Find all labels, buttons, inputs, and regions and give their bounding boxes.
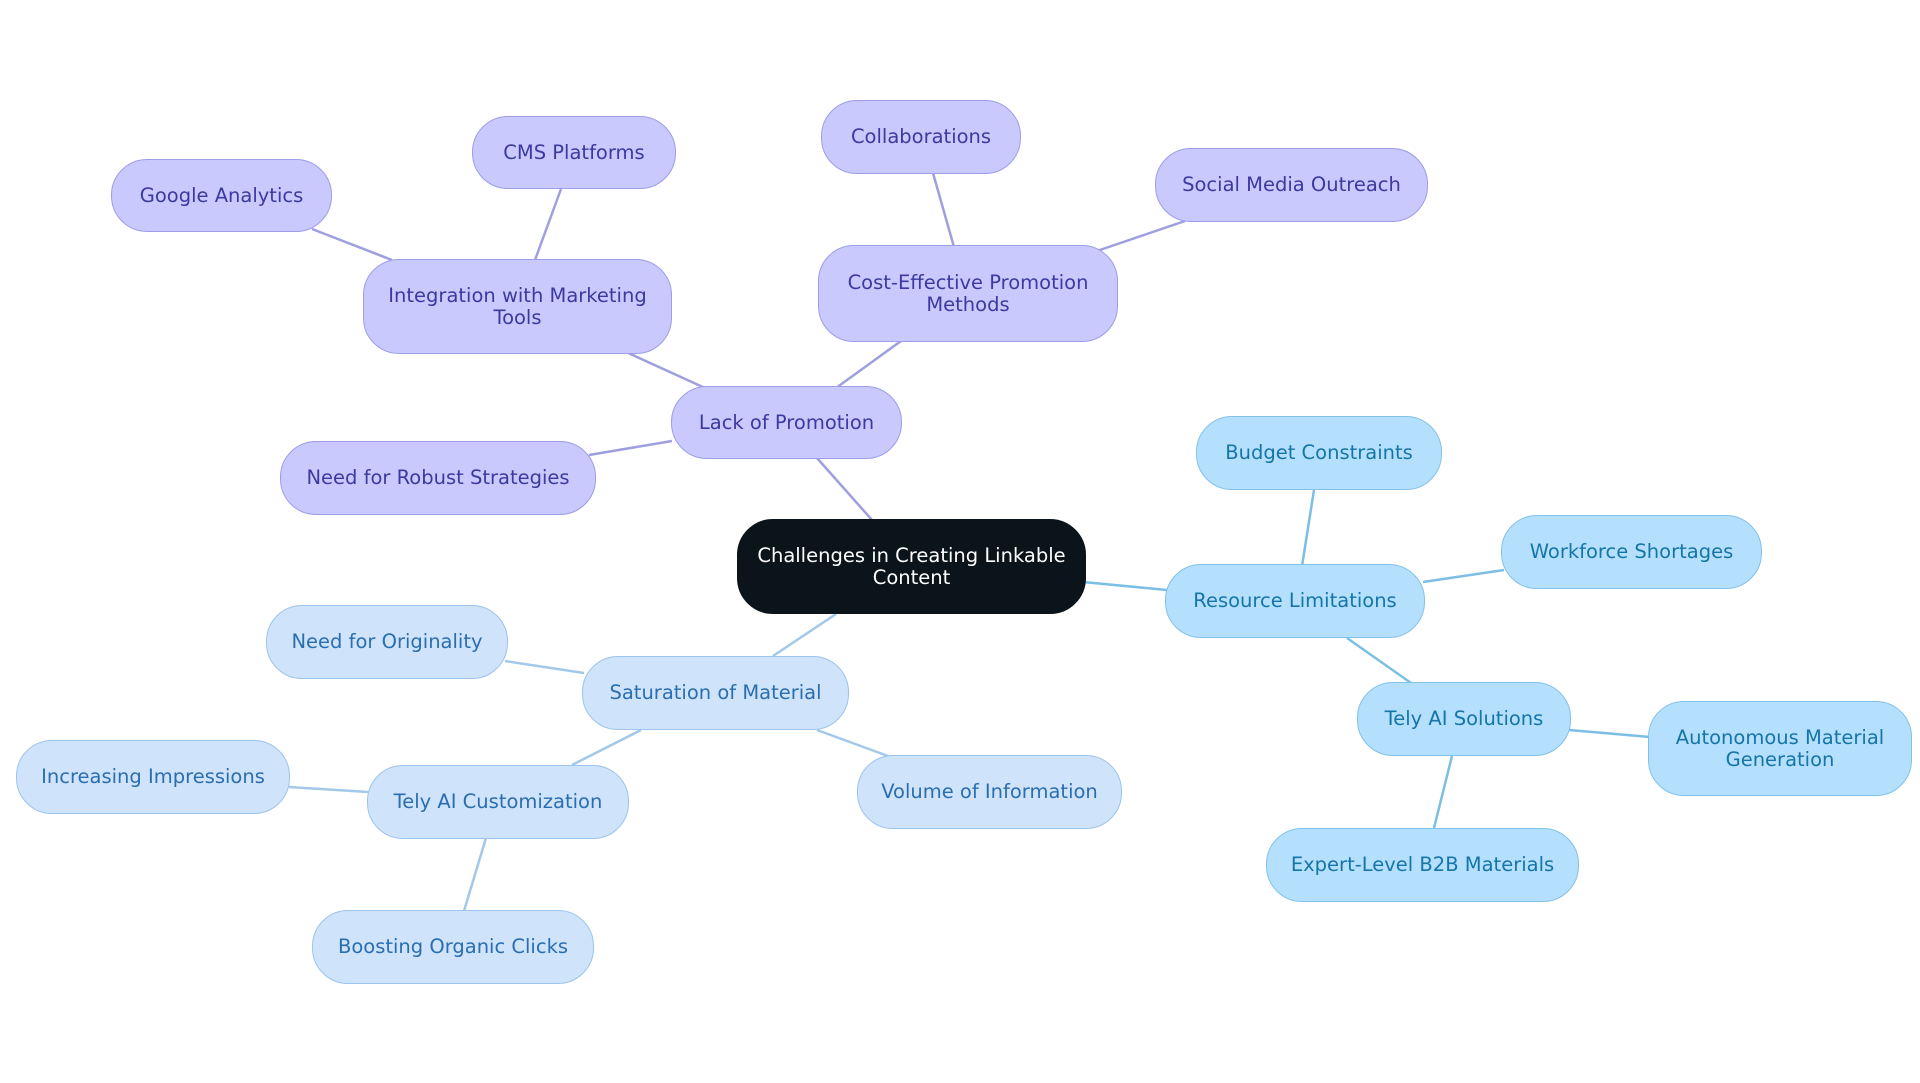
edge-resource-tely-ai-solutions [1346,636,1412,685]
edge-resource-workforce [1422,568,1505,584]
edge-cost-effective-collaborations [931,172,956,248]
node-tely-ai-solutions: Tely AI Solutions [1357,682,1571,756]
node-need-for-originality: Need for Originality [266,605,508,679]
node-need-for-robust-strategies: Need for Robust Strategies [280,441,596,515]
node-budget-constraints: Budget Constraints [1196,416,1442,490]
node-integration-with-marketing-tools: Integration with Marketing Tools [363,259,672,354]
edge-lack-of-promotion-robust-strategies [588,439,673,457]
edge-root-saturation [772,612,837,658]
root-node: Challenges in Creating Linkable Content [737,519,1086,614]
edge-root-resource-limitations [1082,580,1168,592]
node-workforce-shortages: Workforce Shortages [1501,515,1762,589]
branch-saturation-of-material: Saturation of Material [582,656,849,730]
edge-integration-google-analytics [311,227,393,262]
edge-tely-customization-impressions [288,785,369,794]
branch-lack-of-promotion: Lack of Promotion [671,386,902,459]
node-google-analytics: Google Analytics [111,159,332,232]
edge-lack-of-promotion-integration [625,350,706,390]
edge-resource-budget [1300,489,1316,567]
node-cms-platforms: CMS Platforms [472,116,676,189]
edge-cost-effective-social-media [1096,219,1186,253]
edge-tely-solutions-autonomous [1568,728,1651,739]
edge-saturation-originality [504,659,585,675]
node-increasing-impressions: Increasing Impressions [16,740,290,814]
node-social-media-outreach: Social Media Outreach [1155,148,1428,222]
edge-saturation-volume [816,728,889,758]
node-tely-ai-customization: Tely AI Customization [367,765,629,839]
node-boosting-organic-clicks: Boosting Organic Clicks [312,910,594,984]
edge-tely-customization-organic-clicks [462,837,488,912]
node-expert-level-b2b-materials: Expert-Level B2B Materials [1266,828,1579,902]
node-volume-of-information: Volume of Information [857,755,1122,829]
edge-root-lack-of-promotion [816,457,873,521]
edge-lack-of-promotion-cost-effective [835,339,902,390]
edge-integration-cms [533,188,563,261]
node-collaborations: Collaborations [821,100,1021,174]
node-cost-effective-promotion-methods: Cost-Effective Promotion Methods [818,245,1118,342]
node-autonomous-material-generation: Autonomous Material Generation [1648,701,1912,796]
edge-saturation-tely-customization [571,728,642,767]
branch-resource-limitations: Resource Limitations [1165,564,1425,638]
edge-tely-solutions-b2b [1432,755,1454,829]
